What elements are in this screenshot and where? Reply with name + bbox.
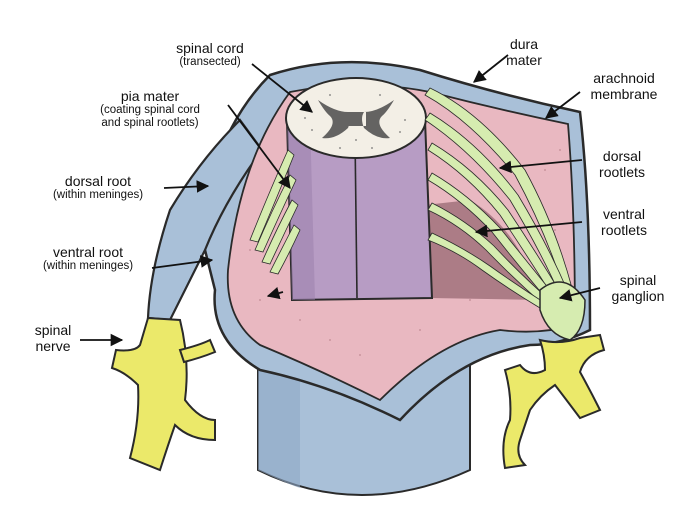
label-dorsal-root-title: dorsal root xyxy=(64,173,132,189)
left-rootlets xyxy=(249,149,301,275)
label-arachnoid: arachnoid membrane xyxy=(574,70,674,102)
spinal-nerve-left-branch xyxy=(178,338,217,364)
label-arrows xyxy=(80,54,601,347)
arrow-dorsal-rootlets xyxy=(498,159,583,174)
label-ventral-root: ventral root (within meninges) xyxy=(18,244,158,273)
arrow-ventral-root xyxy=(151,255,214,269)
label-spinal-ganglion-line-1: spinal xyxy=(619,272,657,288)
spinal-nerve-right xyxy=(502,333,606,470)
arrow-arachnoid xyxy=(544,91,581,119)
label-spinal-ganglion: spinal ganglion xyxy=(600,272,676,304)
label-spinal-ganglion-line-2: ganglion xyxy=(611,288,665,305)
arrow-spinal-cord xyxy=(251,63,313,113)
label-dorsal-root-note: (within meninges) xyxy=(52,189,144,202)
label-arachnoid-line-2: membrane xyxy=(590,86,658,103)
median-fissure xyxy=(354,134,358,299)
label-dura-mater: dura mater xyxy=(494,36,554,68)
label-dorsal-rootlets: dorsal rootlets xyxy=(582,148,662,180)
white-matter-stipple xyxy=(304,94,406,149)
label-spinal-cord-title: spinal cord xyxy=(176,40,244,56)
arrow-spinal-ganglion xyxy=(558,287,601,302)
label-ventral-rootlets-line-2: rootlets xyxy=(601,222,647,239)
cord-shade xyxy=(287,120,315,300)
label-spinal-nerve-line-1: spinal xyxy=(34,322,72,338)
label-dura-mater-line-1: dura xyxy=(509,36,539,52)
label-spinal-nerve: spinal nerve xyxy=(26,322,80,354)
arrow-pia-mater xyxy=(227,104,291,190)
label-dura-mater-line-2: mater xyxy=(506,52,542,69)
label-spinal-cord-note: (transected) xyxy=(179,56,241,69)
arrow-dorsal-root xyxy=(163,180,210,193)
dura-root-sleeve-left xyxy=(146,118,264,322)
label-ventral-rootlets-line-1: ventral xyxy=(602,206,646,222)
arrow-inner-left xyxy=(266,286,284,300)
label-dorsal-root: dorsal root (within meninges) xyxy=(28,173,168,202)
label-pia-mater-title: pia mater xyxy=(120,88,180,104)
arrow-dura-mater xyxy=(473,54,509,83)
gray-matter-butterfly xyxy=(318,100,394,139)
label-arachnoid-line-1: arachnoid xyxy=(593,70,655,86)
label-dorsal-rootlets-line-1: dorsal xyxy=(602,148,642,164)
arrow-ventral-rootlets xyxy=(474,221,583,238)
label-pia-mater-note-2: and spinal rootlets) xyxy=(101,117,199,130)
label-spinal-cord: spinal cord (transected) xyxy=(150,40,270,69)
label-pia-mater: pia mater (coating spinal cord and spina… xyxy=(60,88,240,131)
label-dorsal-rootlets-line-2: rootlets xyxy=(599,164,645,181)
spinal-ganglion xyxy=(539,281,586,341)
label-ventral-root-title: ventral root xyxy=(52,244,124,260)
label-ventral-root-note: (within meninges) xyxy=(42,260,134,273)
label-pia-mater-note-1: (coating spinal cord xyxy=(100,104,200,117)
spinal-nerve-left xyxy=(110,316,216,472)
label-ventral-rootlets: ventral rootlets xyxy=(584,206,664,238)
label-spinal-nerve-line-2: nerve xyxy=(35,338,71,355)
